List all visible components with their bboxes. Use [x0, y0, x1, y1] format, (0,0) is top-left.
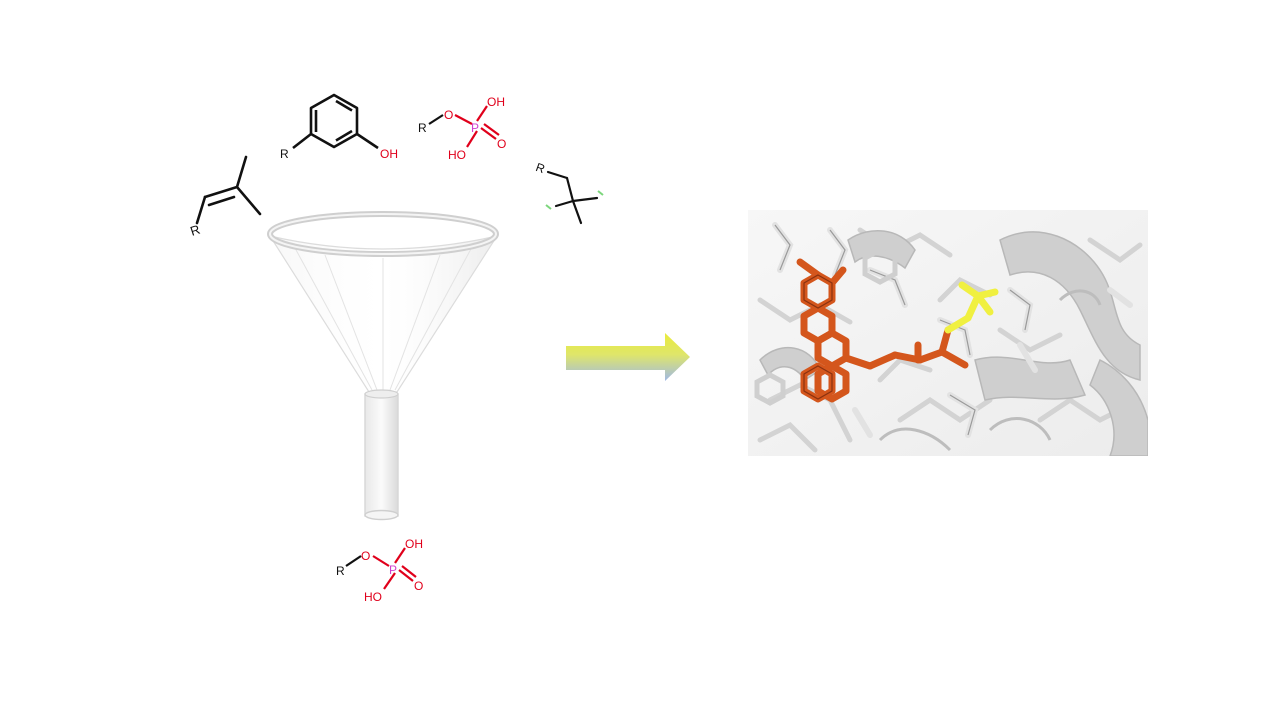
phosphate-bottom-r: R	[336, 564, 345, 578]
phosphate-top-o: O	[444, 108, 453, 122]
phosphate-bottom-o: O	[361, 549, 370, 563]
phosphate-top-r: R	[418, 121, 427, 135]
phosphate-bottom-bonds	[345, 547, 417, 590]
molecule-alkene: R	[188, 155, 262, 239]
phosphate-top-o2: O	[497, 137, 506, 151]
gem-dimethyl-r-label: R	[534, 160, 547, 176]
phosphate-top-ho: HO	[448, 148, 466, 162]
phosphate-bottom-p: P	[389, 563, 397, 577]
funnel-stem	[364, 393, 399, 517]
phenol-ring	[292, 93, 379, 150]
gem-dimethyl-dummy-atoms	[545, 190, 604, 210]
protein-stick-outlines	[774, 224, 1031, 436]
funnel-cone-lines	[294, 246, 473, 392]
phosphate-top-p: P	[471, 121, 479, 135]
phosphate-top-bonds	[428, 105, 500, 148]
funnel-stem-bottom	[364, 509, 399, 521]
phenol-oh-label: OH	[380, 147, 398, 161]
gem-dimethyl-bonds	[546, 170, 599, 225]
funnel-icon	[267, 211, 499, 521]
phenol-r-label: R	[280, 147, 289, 161]
phosphate-top-oh: OH	[487, 95, 505, 109]
molecule-phosphate-bottom: R O P OH HO O	[336, 537, 423, 604]
ligand-highlight	[944, 281, 999, 334]
alkene-bonds	[195, 155, 262, 225]
funnel-rim-highlight	[269, 213, 497, 255]
ligand-outline	[803, 274, 833, 400]
funnel-stem-top	[364, 389, 399, 399]
protein-coils	[878, 289, 1102, 452]
phosphate-bottom-oh: OH	[405, 537, 423, 551]
protein-ligand-structure	[748, 210, 1148, 456]
molecule-phosphate-top: R O P OH HO O	[418, 95, 506, 162]
arrow-shape	[566, 333, 690, 381]
phosphate-bottom-o2: O	[414, 579, 423, 593]
phosphate-bottom-ho: HO	[364, 590, 382, 604]
protein-aromatic-rings	[754, 247, 898, 406]
molecule-phenol: R OH	[280, 93, 398, 161]
molecule-gem-dimethyl: R	[534, 160, 604, 225]
right-arrow-icon	[566, 333, 690, 381]
alkene-r-label: R	[188, 222, 202, 239]
